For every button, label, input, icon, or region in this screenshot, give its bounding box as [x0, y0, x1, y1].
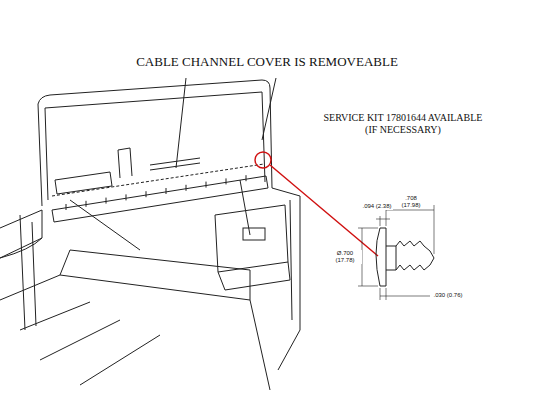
service-note: SERVICE KIT 17801644 AVAILABLE (IF NECES… [318, 112, 488, 136]
dimension: .094 (2.38) [361, 203, 393, 210]
dimension: .030 (0.76) [432, 292, 464, 299]
dimension: Ø.700 (17.78) [328, 250, 362, 264]
dimension: .708 (17.98) [394, 195, 428, 209]
title: CABLE CHANNEL COVER IS REMOVEABLE [0, 54, 534, 70]
